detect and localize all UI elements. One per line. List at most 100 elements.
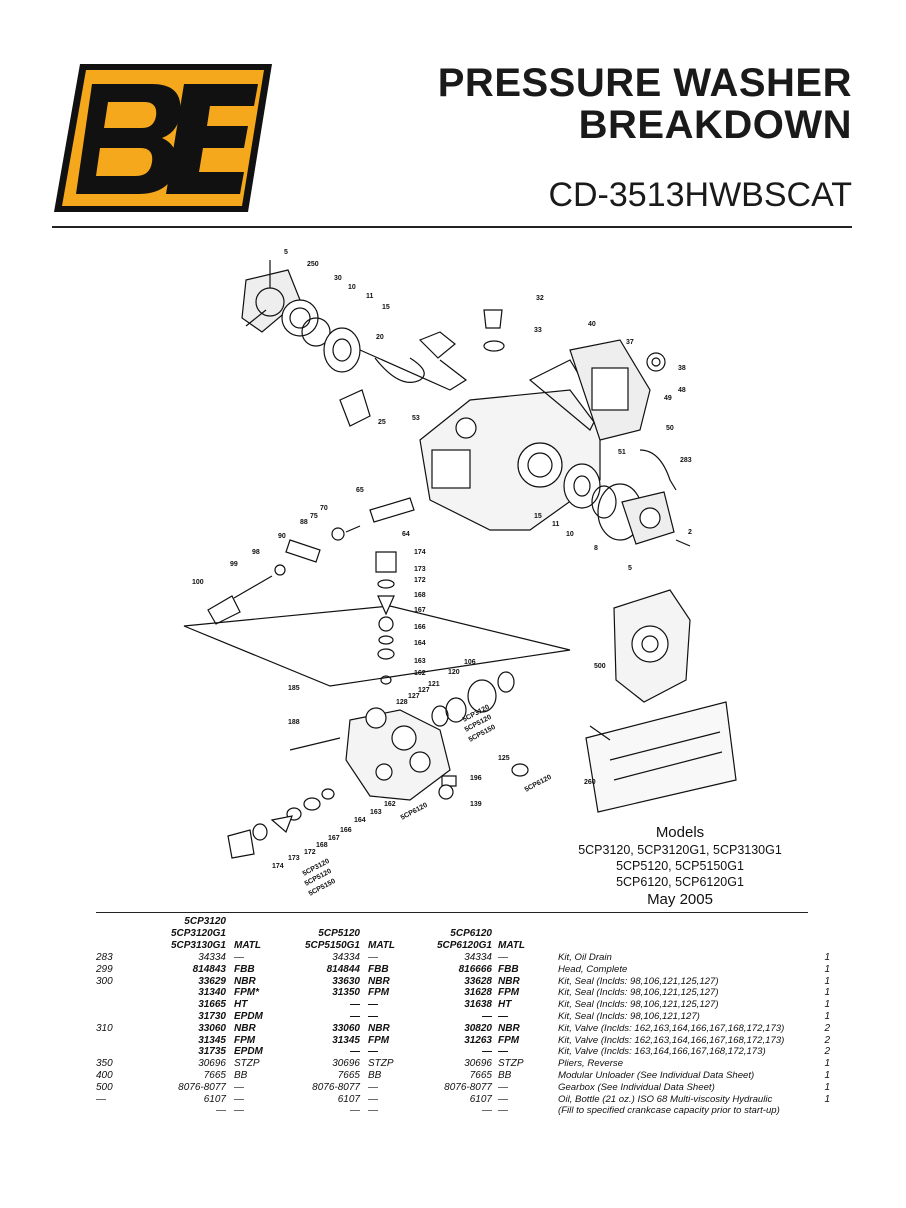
cell-p3: 31628	[464, 987, 492, 999]
models-block: Models 5CP3120, 5CP3120G1, 5CP3130G1 5CP…	[560, 824, 800, 910]
cell-p2: 31345	[332, 1034, 360, 1046]
models-date: May 2005	[647, 891, 713, 908]
cell-qty: 1	[824, 952, 830, 963]
cell-p1: 34334	[198, 952, 226, 963]
table-row: —6107—6107—6107—Oil, Bottle (21 oz.) ISO…	[96, 1094, 830, 1106]
models-line: 5CP3120, 5CP3120G1, 5CP3130G1	[578, 843, 782, 857]
cell-m1: —	[234, 1081, 244, 1093]
callout-50: 50	[666, 425, 674, 432]
cell-p1: 31340	[198, 987, 226, 999]
be-logo-graphic	[54, 64, 272, 212]
callout-128: 128	[396, 699, 408, 706]
callout-163: 163	[414, 658, 426, 665]
cell-p3: 6107	[469, 1093, 492, 1105]
callout-125: 125	[498, 755, 510, 762]
cell-m1: STZP	[234, 1058, 260, 1070]
cell-ref: 283	[96, 952, 113, 963]
cell-p3: 31263	[464, 1034, 492, 1046]
callout-99: 99	[230, 561, 238, 568]
cell-m3: —	[498, 1010, 508, 1022]
cell-m2: FPM	[368, 987, 390, 999]
callout-15: 15	[382, 304, 390, 311]
callout-500: 500	[594, 663, 606, 670]
callout-260: 260	[584, 779, 596, 786]
callout-10b: 10	[566, 531, 574, 538]
cell-p3: 34334	[464, 952, 492, 963]
cell-p1: 31345	[198, 1034, 226, 1046]
cell-m2: STZP	[368, 1058, 394, 1070]
cell-qty: 2	[824, 1022, 830, 1034]
cell-desc: Kit, Seal (Inclds: 98,106,121,127)	[558, 1010, 700, 1022]
callout-48: 48	[678, 387, 686, 394]
cell-m3: BB	[498, 1069, 512, 1081]
callout-120: 120	[448, 669, 460, 676]
callout-173: 173	[414, 566, 426, 573]
cell-m2: FPM	[368, 1034, 390, 1046]
cell-m3: FPM	[498, 1034, 520, 1046]
cell-p2: 33060	[332, 1022, 360, 1034]
cell-qty: 1	[824, 1010, 830, 1022]
callout-168: 168	[414, 592, 426, 599]
cell-m3: NBR	[498, 975, 520, 987]
callout-164: 164	[414, 640, 426, 647]
cell-qty: 1	[824, 999, 830, 1011]
cell-p3: 7665	[469, 1069, 492, 1081]
callout-65: 65	[356, 487, 364, 494]
cell-p3: —	[482, 1046, 492, 1058]
cell-p3: —	[482, 1010, 492, 1022]
callout-15b: 15	[534, 513, 542, 520]
cell-m1: NBR	[234, 1022, 256, 1034]
exploded-parts-diagram: 5 250 30 10 11 15 20 25 53 32 33 40 37 3…	[183, 249, 737, 898]
cell-ref	[96, 1011, 168, 1023]
cell-qty: 1	[824, 1093, 830, 1105]
cell-desc: Gearbox (See Individual Data Sheet)	[558, 1081, 715, 1093]
callout-49: 49	[664, 395, 672, 402]
callout-38: 38	[678, 365, 686, 372]
callout-40: 40	[588, 321, 596, 328]
cell-p1: 814843	[192, 963, 226, 975]
cell-ref	[96, 1046, 168, 1058]
cell-qty: 1	[824, 1081, 830, 1093]
cell-desc: Kit, Valve (Inclds: 162,163,164,166,167,…	[558, 1034, 785, 1046]
callout-283: 283	[680, 457, 692, 464]
cell-p2: 6107	[337, 1093, 360, 1105]
cell-p2: 31350	[332, 987, 360, 999]
cell-p3: 31638	[464, 999, 492, 1011]
callout-70: 70	[320, 505, 328, 512]
callout-90: 90	[278, 533, 286, 540]
cell-ref	[96, 987, 168, 999]
cell-m3: —	[498, 952, 508, 963]
cell-m2: —	[368, 952, 378, 963]
cell-desc: Pliers, Reverse	[558, 1058, 624, 1070]
cell-m1: HT	[234, 999, 248, 1011]
cell-desc: Kit, Oil Drain	[558, 952, 612, 963]
header-matl-3: MATL	[498, 940, 526, 951]
callout-20: 20	[376, 334, 384, 341]
callout-37: 37	[626, 339, 634, 346]
model-tag: 5CP6120	[524, 774, 553, 794]
cell-qty: 1	[824, 975, 830, 987]
cell-qty: 1	[824, 1058, 830, 1070]
cell-p2: 7665	[337, 1069, 360, 1081]
cell-p1: —	[216, 1105, 226, 1117]
callout-168b: 168	[316, 842, 328, 849]
cell-p1: 8076-8077	[178, 1081, 226, 1093]
cell-m2: —	[368, 1081, 378, 1093]
model-tag: 5CP6120	[400, 802, 429, 822]
cell-m1: FPM	[234, 1034, 256, 1046]
cell-m2: —	[368, 999, 378, 1011]
callout-174b: 174	[272, 863, 284, 870]
cell-m3: —	[498, 1046, 508, 1058]
header-divider	[52, 226, 852, 228]
cell-p2: —	[350, 1105, 360, 1117]
callout-10: 10	[348, 284, 356, 291]
cell-p2: 814844	[326, 963, 360, 975]
cell-qty: 2	[824, 1046, 830, 1058]
cell-ref: 400	[96, 1069, 113, 1081]
cell-m2: NBR	[368, 1022, 390, 1034]
cell-ref	[96, 1035, 168, 1047]
callout-11: 11	[366, 293, 374, 300]
cell-m3: NBR	[498, 1022, 520, 1034]
